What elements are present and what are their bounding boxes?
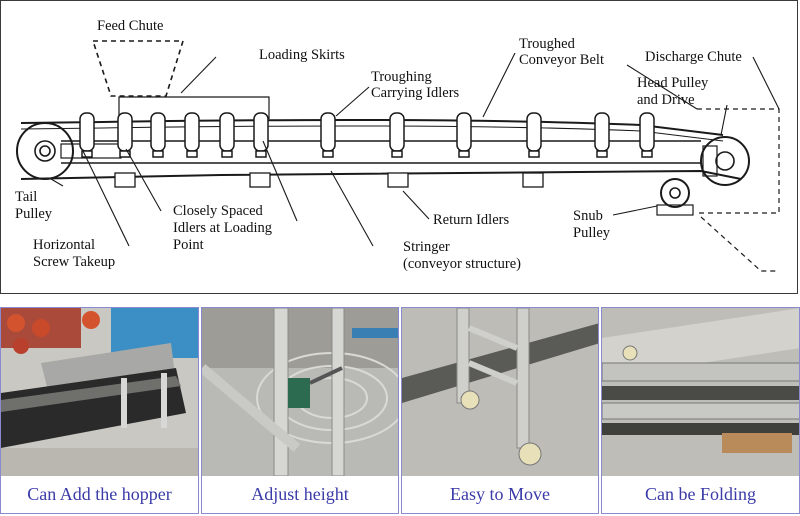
return-idler (249, 172, 271, 188)
conveyor-drawing (16, 40, 780, 272)
idler-base (391, 150, 403, 158)
idler-base (221, 150, 233, 158)
feature-card-height: Adjust height (201, 307, 399, 514)
carrying-idler (320, 112, 336, 152)
label-feed-chute: Feed Chute (97, 18, 164, 34)
conveyor-diagram: Feed Chute Loading Skirts Troughed Conve… (0, 0, 798, 294)
feature-card-move: Easy to Move (401, 307, 599, 514)
label-discharge-chute: Discharge Chute (645, 49, 742, 65)
idler-base (81, 150, 93, 158)
label-troughed-belt-line1: Troughed (519, 36, 575, 52)
return-idler (114, 172, 136, 188)
caster-wheel-photo (402, 308, 598, 476)
carrying-idler (117, 112, 133, 152)
idler-base (119, 150, 131, 158)
label-tail-pulley-line2: Pulley (15, 206, 53, 222)
label-tail-pulley-line1: Tail (15, 189, 38, 205)
carrying-idler (526, 112, 542, 152)
carrying-idler (639, 112, 655, 152)
idler-base (186, 150, 198, 158)
feature-card-hopper: Can Add the hopper (0, 307, 199, 514)
carrying-idler (184, 112, 200, 152)
carrying-idler (79, 112, 95, 152)
carrying-idler (389, 112, 405, 152)
snub-pulley (660, 178, 690, 208)
return-idler (387, 172, 409, 188)
hopper-photo (1, 308, 198, 476)
folded-frame-photo (602, 308, 799, 476)
tail-pulley-outer (16, 122, 74, 180)
carrying-idler (456, 112, 472, 152)
height-crank-photo (202, 308, 398, 476)
idler-base (596, 150, 608, 158)
return-idler (522, 172, 544, 188)
loading-skirts-bracket (118, 96, 270, 119)
label-troughing-idlers-line2: Carrying Idlers (371, 85, 460, 101)
label-closely-spaced-line1: Closely Spaced (173, 203, 263, 219)
carrying-idler (594, 112, 610, 152)
feature-photo-strip: Can Add the hopper Adjust height (0, 307, 800, 516)
feature-caption: Can be Folding (645, 484, 756, 504)
carrying-idler (253, 112, 269, 152)
feature-card-folding: Can be Folding (601, 307, 800, 514)
label-loading-skirts: Loading Skirts (259, 47, 345, 63)
label-troughed-belt-line2: Conveyor Belt (519, 52, 604, 68)
idler-base (322, 150, 334, 158)
head-pulley-outer (700, 136, 750, 186)
carrying-idler (219, 112, 235, 152)
feature-caption: Easy to Move (450, 484, 550, 504)
carrying-idler (150, 112, 166, 152)
label-snub-pulley-line1: Snub (573, 208, 603, 224)
idler-base (255, 150, 267, 158)
label-stringer-line1: Stringer (403, 239, 450, 255)
label-screw-takeup-line2: Screw Takeup (33, 254, 116, 270)
feed-chute-shape (91, 40, 185, 97)
label-troughing-idlers-line1: Troughing (371, 69, 432, 85)
label-closely-spaced-line3: Point (173, 237, 204, 253)
idler-base (528, 150, 540, 158)
feature-caption: Adjust height (251, 484, 349, 504)
discharge-chute-shape (697, 108, 780, 214)
label-screw-takeup-line1: Horizontal (33, 237, 96, 253)
label-return-idlers: Return Idlers (433, 212, 510, 228)
label-stringer-line2: (conveyor structure) (403, 256, 521, 272)
feature-caption: Can Add the hopper (27, 484, 172, 504)
idler-base (152, 150, 164, 158)
label-head-pulley-line2: and Drive (637, 92, 695, 108)
label-snub-pulley-line2: Pulley (573, 225, 611, 241)
label-head-pulley-line1: Head Pulley (637, 75, 709, 91)
label-closely-spaced-line2: Idlers at Loading (173, 220, 273, 236)
idler-base (641, 150, 653, 158)
idler-base (458, 150, 470, 158)
